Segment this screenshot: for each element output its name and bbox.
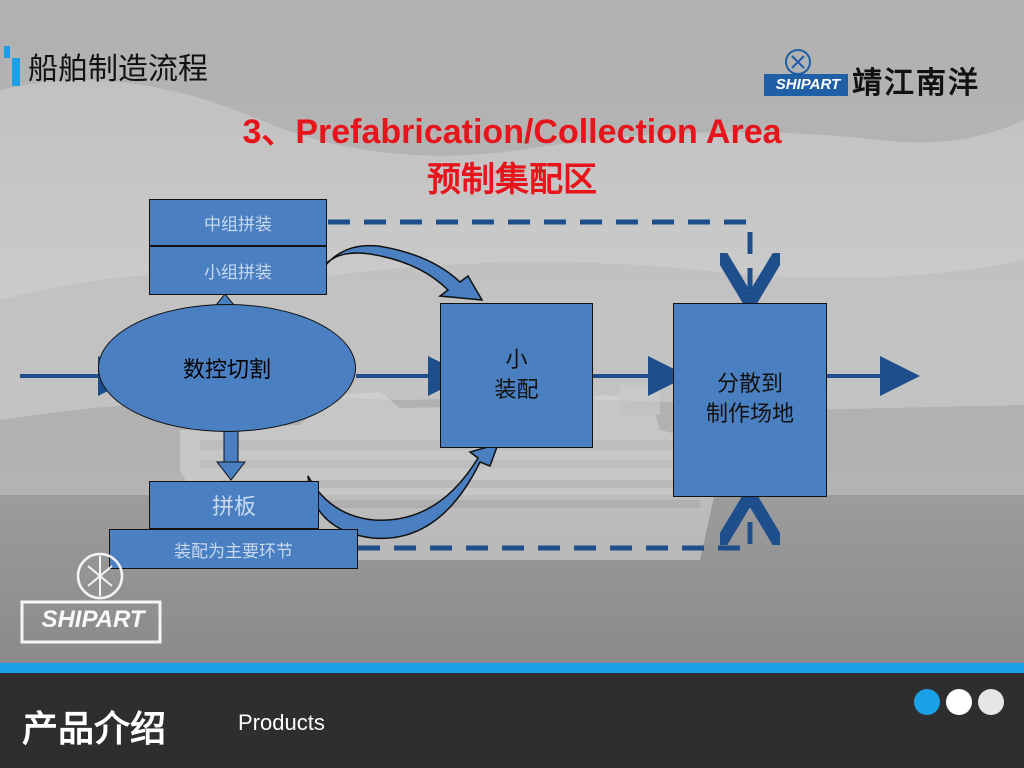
- pager-dot-1[interactable]: [914, 689, 940, 715]
- footer-title-zh: 产品介绍: [22, 709, 167, 750]
- footer-accent-strip: [0, 663, 1024, 673]
- header-title: 船舶制造流程: [28, 52, 208, 87]
- company-logo: [764, 49, 848, 96]
- slide-title-zh: 预制集配区: [427, 160, 597, 200]
- accent-bar: [4, 46, 10, 58]
- footer-bar: [0, 673, 1024, 768]
- mid-assembly-box: 中组拼装: [149, 199, 327, 246]
- watermark-logo-text: SHIPART: [41, 606, 145, 633]
- panel-box: 拼板: [149, 481, 319, 529]
- small-assembly-box: 小组拼装: [149, 246, 327, 295]
- distribute-box: 分散到 制作场地: [673, 303, 827, 497]
- watermark-logo: [20, 552, 162, 644]
- pager-dot-2[interactable]: [946, 689, 972, 715]
- slide-title-en: 3、Prefabrication/Collection Area: [242, 113, 782, 151]
- fit-note-box: 装配为主要环节: [109, 529, 358, 569]
- logo-mark: SHIPART: [775, 76, 841, 93]
- cnc-cutting-node: 数控切割: [98, 304, 356, 432]
- accent-bar: [12, 58, 20, 86]
- logo-text: 靖江南洋: [852, 66, 980, 101]
- small-fit-box: 小 装配: [440, 303, 593, 448]
- pager-dot-3[interactable]: [978, 689, 1004, 715]
- footer-title-en: Products: [238, 710, 325, 735]
